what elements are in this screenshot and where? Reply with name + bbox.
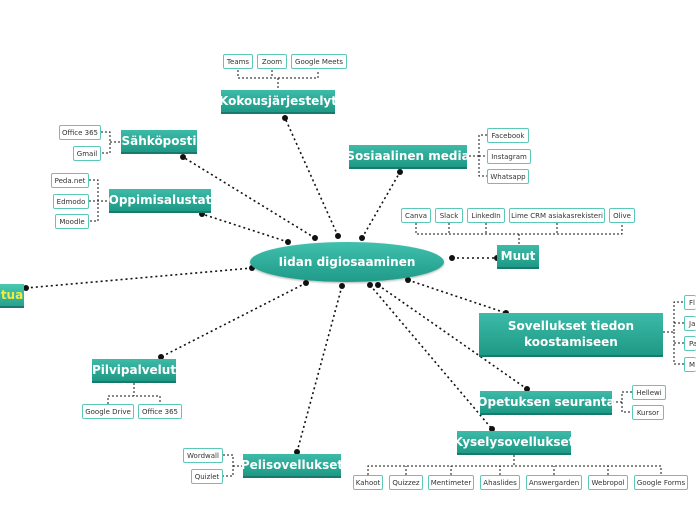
- bracket-kokous: [237, 70, 319, 90]
- topic-sovellukset-tiedon-koostamiseen[interactable]: Sovellukset tiedon koostamiseen: [479, 313, 663, 357]
- edge-tua-end-dot: [23, 285, 29, 291]
- bracket-sovellukset: [663, 301, 684, 365]
- leaf-zoom[interactable]: Zoom: [257, 54, 287, 69]
- central-topic[interactable]: Iidan digiosaaminen: [250, 242, 444, 282]
- edge-peli: [296, 285, 343, 453]
- edge-oppimisalustat: [201, 213, 289, 243]
- topic-muut[interactable]: Muut: [497, 245, 539, 269]
- leaf-kahoot[interactable]: Kahoot: [353, 475, 383, 490]
- leaf-moodle[interactable]: Moodle: [55, 214, 89, 229]
- edge-kokous: [284, 117, 339, 237]
- edge-pilvipalvelut-start-dot: [303, 280, 309, 286]
- edge-tua: [25, 267, 253, 289]
- topic-sahkoposti[interactable]: Sähköposti: [121, 130, 197, 154]
- leaf-m[interactable]: M: [684, 357, 696, 372]
- leaf-edmodo[interactable]: Edmodo: [53, 194, 89, 209]
- bracket-sahkoposti: [101, 131, 121, 154]
- leaf-webropol[interactable]: Webropol: [588, 475, 628, 490]
- topic-opetuksen-seuranta[interactable]: Opetuksen seuranta: [477, 391, 615, 415]
- leaf-teams[interactable]: Teams: [223, 54, 253, 69]
- edge-sahkoposti-start-dot: [312, 235, 318, 241]
- edge-sovellukset: [407, 279, 507, 314]
- leaf-google-forms[interactable]: Google Forms: [634, 475, 688, 490]
- topic-sosiaalinen-media[interactable]: Sosiaalinen media: [346, 145, 470, 169]
- leaf-ja[interactable]: Ja: [684, 316, 696, 331]
- leaf-whatsapp[interactable]: Whatsapp: [487, 169, 529, 184]
- leaf-mentimeter[interactable]: Mentimeter: [428, 475, 474, 490]
- bracket-opetuksen: [612, 391, 632, 413]
- leaf-canva[interactable]: Canva: [401, 208, 431, 223]
- leaf-pa[interactable]: Pa: [684, 336, 696, 351]
- topic-kokousjarjestelyt[interactable]: Kokousjärjestelyt: [219, 90, 337, 114]
- edge-sosiaalinen-start-dot: [359, 235, 365, 241]
- topic-tua[interactable]: tua: [0, 284, 24, 308]
- edge-pilvipalvelut: [160, 282, 307, 358]
- edge-sosiaalinen-end-dot: [397, 169, 403, 175]
- leaf-lime-crm[interactable]: Lime CRM asiakasrekisteri: [509, 208, 605, 223]
- leaf-linkedin[interactable]: LinkedIn: [467, 208, 505, 223]
- topic-pelisovellukset[interactable]: Pelisovellukset: [241, 454, 343, 478]
- edge-opetuksen-end-dot: [524, 386, 530, 392]
- leaf-office365-cloud[interactable]: Office 365: [138, 404, 182, 419]
- edge-muut-start-dot: [449, 255, 455, 261]
- leaf-fl[interactable]: Fl: [684, 295, 696, 310]
- edge-peli-end-dot: [294, 449, 300, 455]
- leaf-ahaslides[interactable]: Ahaslides: [480, 475, 520, 490]
- bracket-peli: [223, 454, 243, 477]
- edge-kysely-start-dot: [367, 282, 373, 288]
- edge-peli-start-dot: [339, 283, 345, 289]
- topic-oppimisalustat[interactable]: Oppimisalustat: [109, 189, 211, 213]
- bracket-muut: [415, 223, 623, 245]
- edge-sovellukset-start-dot: [405, 277, 411, 283]
- bracket-kysely: [367, 455, 662, 475]
- edge-kokous-end-dot: [282, 115, 288, 121]
- bracket-pilvipalvelut: [107, 383, 161, 404]
- edge-sahkoposti-end-dot: [180, 154, 186, 160]
- edge-sosiaalinen: [361, 171, 401, 239]
- leaf-instagram[interactable]: Instagram: [487, 149, 531, 164]
- edge-kysely-end-dot: [489, 426, 495, 432]
- leaf-quizzez[interactable]: Quizzez: [389, 475, 423, 490]
- edge-opetuksen-start-dot: [375, 282, 381, 288]
- leaf-facebook[interactable]: Facebook: [487, 128, 529, 143]
- leaf-office365-mail[interactable]: Office 365: [59, 125, 101, 140]
- edge-opetuksen: [377, 284, 528, 390]
- leaf-slack[interactable]: Slack: [435, 208, 463, 223]
- bracket-sosiaalinen: [467, 134, 487, 177]
- bracket-oppimisalustat: [89, 179, 109, 222]
- leaf-quizlet[interactable]: Quizlet: [191, 469, 223, 484]
- leaf-answergarden[interactable]: Answergarden: [526, 475, 582, 490]
- edge-oppimisalustat-start-dot: [285, 239, 291, 245]
- leaf-google-meets[interactable]: Google Meets: [291, 54, 347, 69]
- edge-kysely: [369, 284, 493, 430]
- leaf-wordwall[interactable]: Wordwall: [183, 448, 223, 463]
- leaf-olive[interactable]: Olive: [609, 208, 635, 223]
- edge-sahkoposti: [182, 156, 316, 239]
- leaf-pedanet[interactable]: Peda.net: [51, 173, 89, 188]
- leaf-gmail[interactable]: Gmail: [73, 146, 101, 161]
- topic-pilvipalvelut[interactable]: Pilvipalvelut: [92, 359, 176, 383]
- edge-pilvipalvelut-end-dot: [158, 354, 164, 360]
- leaf-kursor[interactable]: Kursor: [632, 405, 664, 420]
- leaf-hellewi[interactable]: Hellewi: [632, 385, 666, 400]
- edge-kokous-start-dot: [335, 233, 341, 239]
- topic-kyselysovellukset[interactable]: Kyselysovellukset: [454, 431, 574, 455]
- leaf-google-drive[interactable]: Google Drive: [82, 404, 134, 419]
